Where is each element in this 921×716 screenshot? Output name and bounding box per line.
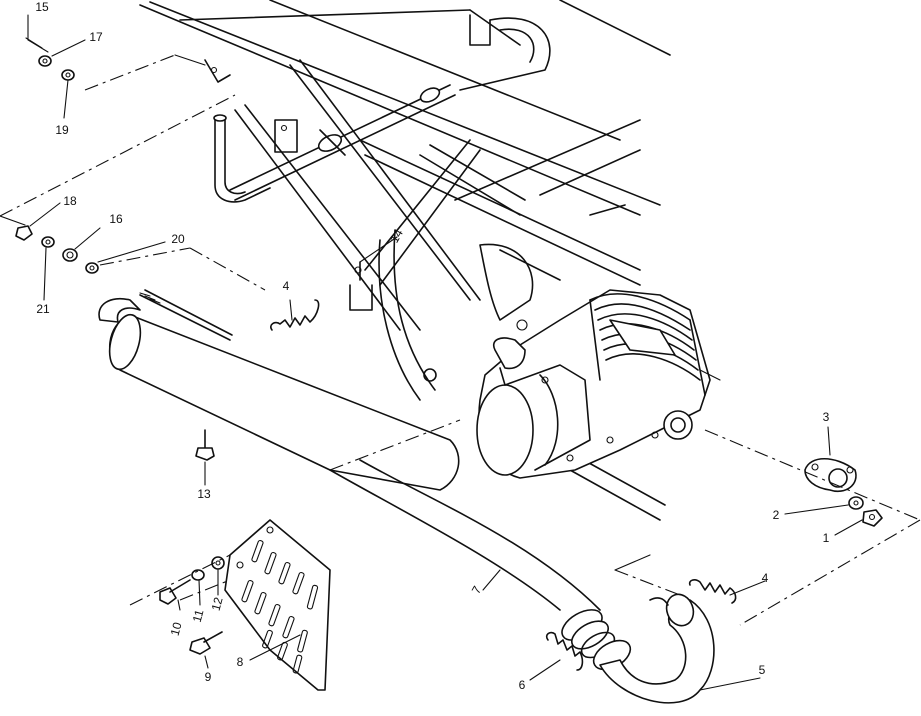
callout-4-upper: 4: [283, 279, 290, 293]
callout-3: 3: [823, 410, 830, 424]
washer-17: [38, 55, 52, 67]
head-pipe: [599, 593, 715, 704]
leader-lines: [25, 14, 863, 691]
nut-1: [862, 509, 883, 527]
grommet-16: [62, 248, 78, 262]
washer-11: [191, 569, 205, 581]
callout-21: 21: [36, 302, 50, 316]
callout-labels: 15 17 19 18 16 20 21 14 4 13 10 11 12 9 …: [35, 0, 829, 692]
spring-4-right: [688, 579, 737, 604]
callout-8: 8: [237, 655, 244, 669]
callout-19: 19: [55, 123, 69, 137]
callout-5: 5: [759, 663, 766, 677]
callout-20: 20: [171, 232, 185, 246]
vehicle-frame: [139, 0, 671, 521]
callout-10: 10: [168, 620, 185, 637]
callout-16: 16: [109, 212, 123, 226]
callout-13: 13: [197, 487, 211, 501]
callout-14: 14: [387, 226, 406, 245]
callout-12: 12: [209, 595, 226, 612]
callout-15: 15: [35, 0, 49, 14]
callout-6: 6: [519, 678, 526, 692]
washer-2: [848, 496, 864, 510]
washer-21: [41, 236, 55, 248]
washer-19: [61, 69, 75, 81]
callout-1: 1: [823, 531, 830, 545]
bolt-10: [159, 587, 177, 605]
callout-9: 9: [205, 670, 212, 684]
washer-20: [85, 262, 99, 274]
alignment-lines: [0, 54, 921, 626]
callout-2: 2: [773, 508, 780, 522]
muffler: [98, 289, 460, 491]
callout-11: 11: [190, 608, 207, 624]
callout-7: 7: [469, 583, 485, 596]
spring-6: [545, 631, 584, 671]
heat-shield: [224, 519, 331, 691]
engine: [476, 289, 721, 479]
fasteners: [15, 55, 883, 671]
callout-18: 18: [63, 194, 77, 208]
spring-4-upper: [270, 299, 320, 331]
header-pipe: [329, 459, 632, 671]
nut-18: [15, 225, 33, 241]
callout-4-right: 4: [762, 571, 769, 585]
callout-17: 17: [89, 30, 103, 44]
